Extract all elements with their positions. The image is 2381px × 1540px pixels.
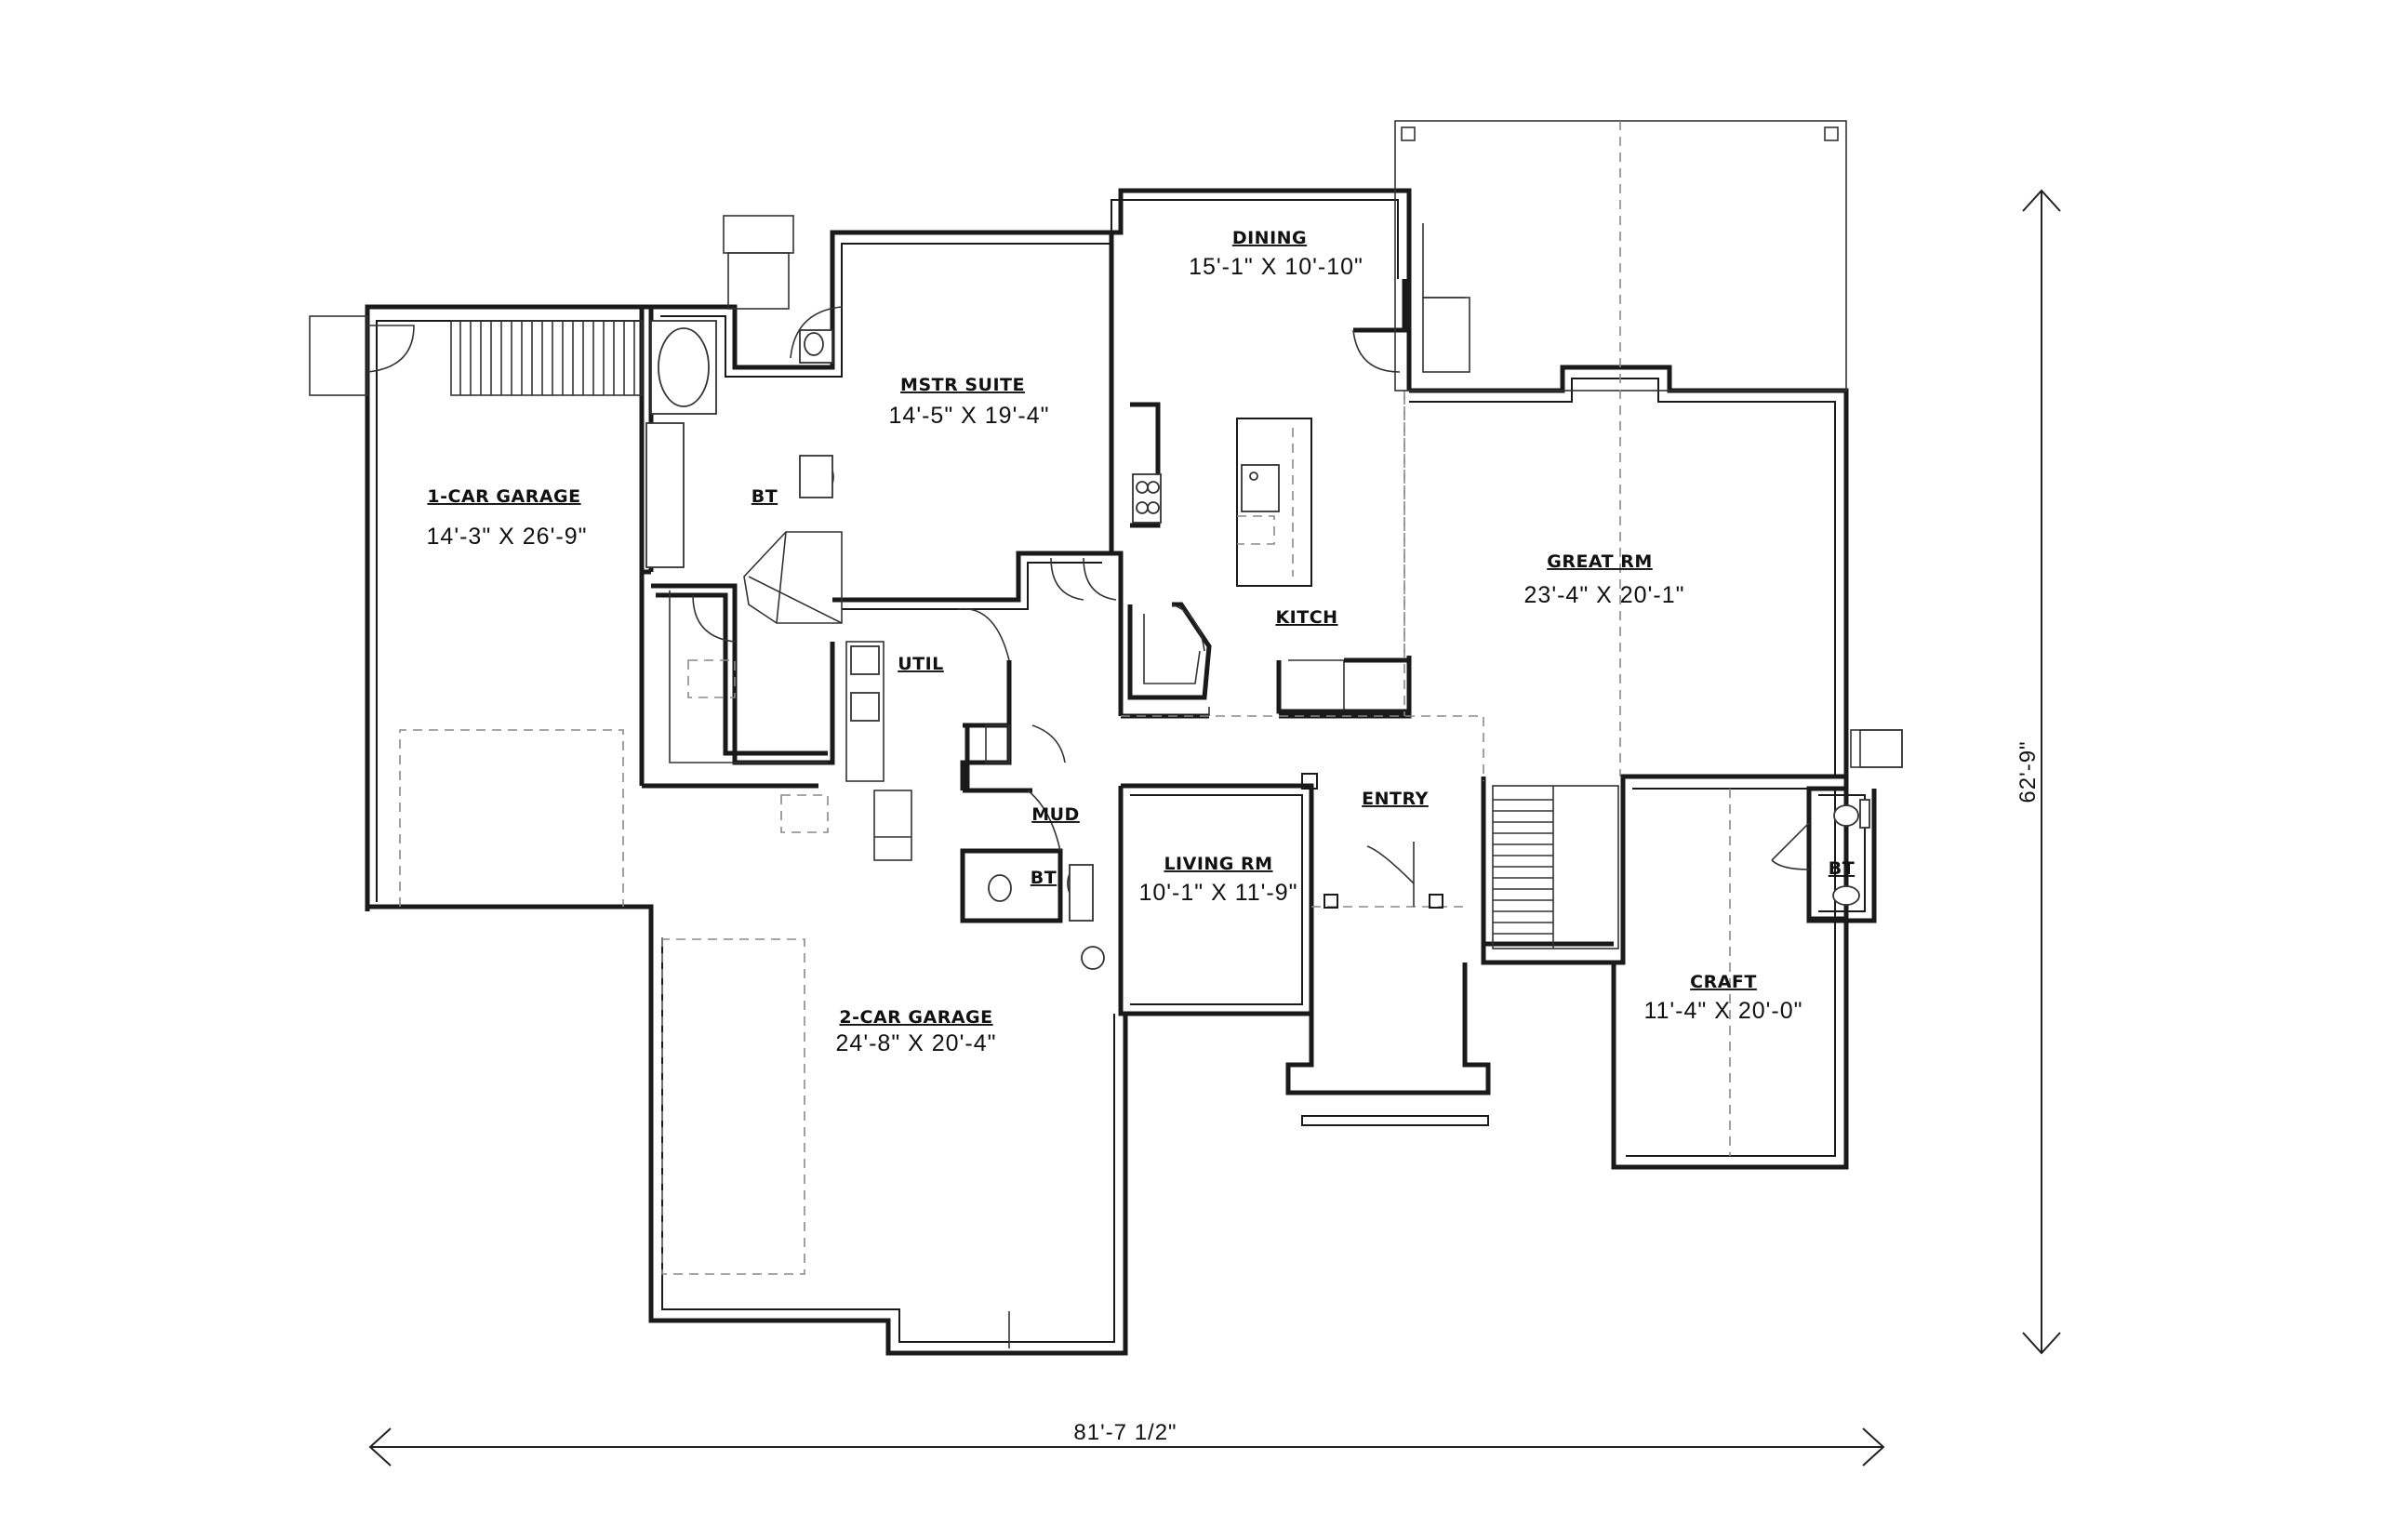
label-util: UTIL [898, 654, 944, 674]
label-dining: DINING [1232, 228, 1307, 248]
arrow-left-icon [368, 1427, 392, 1467]
interior-details [309, 120, 1903, 1348]
label-living: LIVING RM [1164, 854, 1272, 874]
label-mud: MUD [1031, 804, 1080, 825]
arrow-right-icon [1862, 1427, 1885, 1467]
arrow-up-icon [2022, 189, 2061, 212]
size-great: 23'-4" X 20'-1" [1524, 582, 1685, 608]
label-kitchen: KITCH [1275, 607, 1337, 628]
size-dining: 15'-1" X 10'-10" [1189, 254, 1363, 280]
label-bath-craft: BT [1829, 858, 1855, 879]
label-bath-master: BT [752, 486, 778, 507]
arrow-down-icon [2022, 1332, 2061, 1355]
exterior-walls [365, 188, 1849, 1356]
width-dimension: 81'-7 1/2" [1073, 1420, 1177, 1445]
label-garage2: 2-CAR GARAGE [839, 1007, 992, 1028]
depth-dimension: 62'-9" [2015, 740, 2041, 803]
dimension-lines: 81'-7 1/2" 62'-9" [368, 189, 2061, 1467]
label-entry: ENTRY [1362, 789, 1429, 809]
size-garage2: 24'-8" X 20'-4" [836, 1030, 997, 1056]
size-master: 14'-5" X 19'-4" [889, 403, 1050, 429]
label-bath-mud: BT [1031, 868, 1057, 888]
label-craft: CRAFT [1690, 972, 1757, 992]
size-living: 10'-1" X 11'-9" [1138, 880, 1297, 906]
door-swings [366, 306, 1810, 907]
label-great: GREAT RM [1547, 551, 1653, 572]
size-craft: 11'-4" X 20'-0" [1643, 998, 1802, 1024]
room-labels: 1-CAR GARAGE 14'-3" X 26'-9" MSTR SUITE … [427, 228, 1855, 1056]
size-garage1: 14'-3" X 26'-9" [427, 524, 588, 550]
label-garage1: 1-CAR GARAGE [427, 486, 580, 507]
label-master: MSTR SUITE [900, 375, 1025, 395]
